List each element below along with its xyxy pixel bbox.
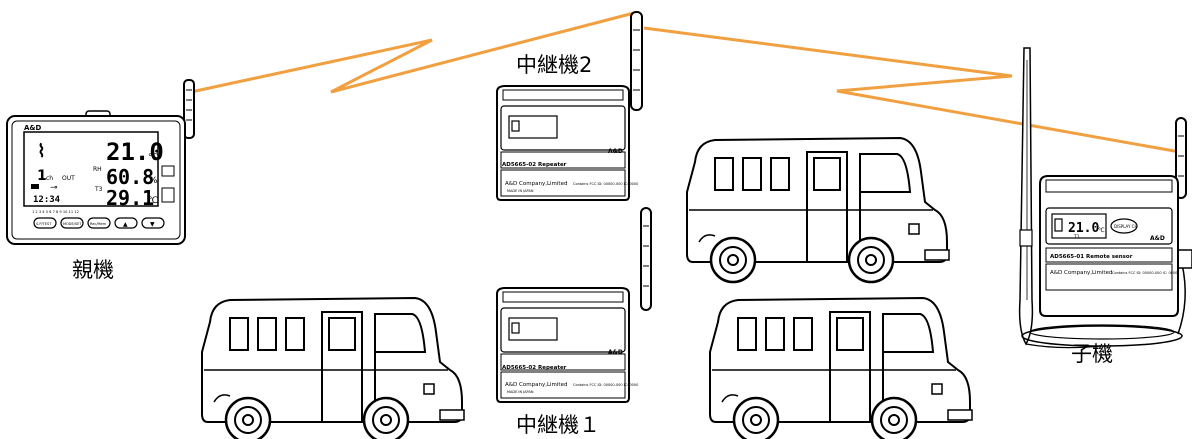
svg-text:▲: ▲ xyxy=(123,221,128,228)
base-buttons: S.P/TEST MODE/SET Rec/Mem ▲ ▼ xyxy=(33,217,165,229)
svg-text:MADE IN JAPAN: MADE IN JAPAN xyxy=(507,189,534,193)
base-t3-unit: ℃ xyxy=(148,196,158,206)
svg-text:MADE IN JAPAN: MADE IN JAPAN xyxy=(507,390,534,394)
van-bottom-left xyxy=(200,296,466,439)
svg-text:Contains FCC ID: 00000-000 IC:: Contains FCC ID: 00000-000 IC: 0000 xyxy=(1112,271,1177,275)
svg-text:21.0: 21.0 xyxy=(1068,221,1099,236)
base-hum-label: RH xyxy=(93,166,102,173)
base-hum-unit: % xyxy=(149,176,158,186)
svg-text:A&D Company,Limited: A&D Company,Limited xyxy=(1050,270,1112,276)
svg-text:℃: ℃ xyxy=(1098,227,1105,234)
base-scale: 1 2 3 4 5 6 7 8 9 10 11 12 xyxy=(32,210,79,214)
svg-text:▼: ▼ xyxy=(150,221,155,228)
base-temp-unit: ℃ xyxy=(148,153,158,163)
base-button-3 xyxy=(87,217,111,229)
svg-text:A&D: A&D xyxy=(1150,235,1165,242)
base-t3-value: 29.1 xyxy=(106,186,154,210)
svg-text:Contains FCC ID: 00000-000 IC:: Contains FCC ID: 00000-000 IC: 0000 xyxy=(573,383,638,387)
display-ch-button xyxy=(1110,218,1138,234)
label-remote-unit: 子機 xyxy=(1071,342,1113,366)
base-lcd xyxy=(23,131,159,207)
label-repeater-1: 中継機１ xyxy=(516,413,600,437)
base-button-1 xyxy=(33,217,57,229)
svg-text:AD5665-02 Repeater: AD5665-02 Repeater xyxy=(502,365,567,371)
base-ch-value: 1 xyxy=(37,168,47,184)
svg-text:⌇: ⌇ xyxy=(37,141,46,162)
van-bottom-right xyxy=(708,296,974,439)
svg-text:A&D Company,Limited: A&D Company,Limited xyxy=(505,181,567,187)
base-button-2 xyxy=(60,217,84,229)
radio-links xyxy=(190,11,1181,154)
base-t3-label: T3 xyxy=(94,186,103,193)
repeater-2: AD5665-02 Repeater A&D A&D Company,Limit… xyxy=(496,11,643,201)
base-time: 12:34 xyxy=(33,195,61,205)
antenna-icon xyxy=(630,11,643,111)
svg-text:A&D: A&D xyxy=(608,148,623,155)
svg-text:S.P/TEST: S.P/TEST xyxy=(36,222,52,226)
antenna-icon xyxy=(1175,117,1187,199)
svg-text:MODE/SET: MODE/SET xyxy=(63,222,82,226)
van-top-right xyxy=(685,136,951,284)
base-brand: A&D xyxy=(24,124,42,132)
svg-text:A&D Company,Limited: A&D Company,Limited xyxy=(505,382,567,388)
base-hum-value: 60.8 xyxy=(106,165,154,189)
remote-unit: 21.0 ℃ T1 DISPLAY CH A&D AD5665-01 Remot… xyxy=(1018,47,1192,349)
svg-text:T1: T1 xyxy=(1073,234,1080,240)
base-button-up xyxy=(114,217,138,229)
temperature-probe-icon xyxy=(1018,47,1034,346)
svg-text:A&D: A&D xyxy=(608,349,623,356)
base-out-label: OUT xyxy=(62,175,75,182)
label-repeater-2: 中継機2 xyxy=(516,53,592,77)
repeater-1: AD5665-02 Repeater A&D A&D Company,Limit… xyxy=(496,207,652,403)
antenna-icon xyxy=(640,207,652,311)
label-base-unit: 親機 xyxy=(72,258,114,282)
svg-text:AD5665-02 Repeater: AD5665-02 Repeater xyxy=(502,162,567,168)
svg-text:Contains FCC ID: 00000-000 IC:: Contains FCC ID: 00000-000 IC: 0000 xyxy=(573,182,638,186)
antenna-icon xyxy=(183,79,195,139)
svg-text:⊸: ⊸ xyxy=(50,183,58,193)
svg-text:Rec/Mem: Rec/Mem xyxy=(90,222,107,226)
base-ch-sub: ch xyxy=(46,175,53,182)
remote-lcd xyxy=(1051,213,1107,239)
base-button-down xyxy=(141,217,165,229)
svg-text:DISPLAY CH: DISPLAY CH xyxy=(1114,224,1137,229)
base-unit: A&D ⌇ 21.0 ℃ 1 ch OUT RH 60.8 % T3 29.1 … xyxy=(6,79,195,245)
base-temp-value: 21.0 xyxy=(106,138,164,166)
svg-text:AD5665-01 Remote sensor: AD5665-01 Remote sensor xyxy=(1050,254,1133,260)
